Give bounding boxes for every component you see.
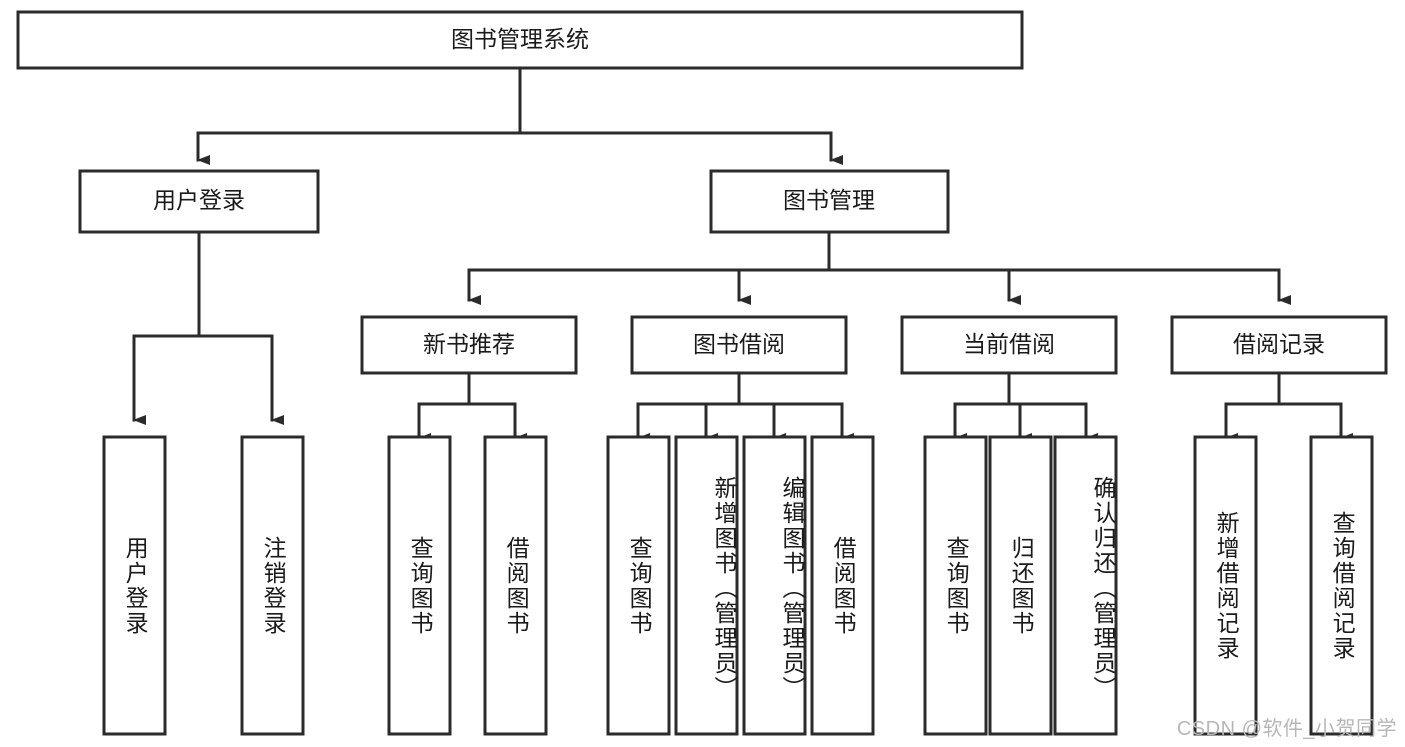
node-leaf-query-book-1-box[interactable]: [387, 435, 452, 736]
node-book-borrow-label: 图书借阅: [693, 331, 785, 357]
node-leaf-confirm-return-box[interactable]: [1053, 435, 1118, 736]
node-leaf-borrow-book-1-box[interactable]: [483, 435, 548, 736]
watermark-label: CSDN @软件_小贺同学: [1176, 718, 1397, 740]
node-root-box[interactable]: [16, 10, 1024, 70]
node-root-label: 图书管理系统: [451, 26, 589, 52]
node-book-manage-box[interactable]: [709, 169, 950, 234]
node-leaf-query-book-2-box[interactable]: [606, 435, 671, 736]
node-book-borrow-box[interactable]: [630, 315, 848, 375]
node-leaf-return-book-box[interactable]: [988, 435, 1053, 736]
node-leaf-query-book-3-box[interactable]: [923, 435, 988, 736]
node-user-login-label: 用户登录: [153, 187, 245, 213]
node-book-manage-label: 图书管理: [783, 187, 875, 213]
node-new-book-rec-box[interactable]: [360, 315, 578, 375]
node-current-borrow-label: 当前借阅: [963, 331, 1055, 357]
node-borrow-record-box[interactable]: [1170, 315, 1388, 375]
node-leaf-user-logout-box[interactable]: [240, 435, 305, 736]
node-borrow-record-label: 借阅记录: [1233, 331, 1325, 357]
node-leaf-add-book-box[interactable]: [674, 435, 739, 736]
node-new-book-rec-label: 新书推荐: [423, 331, 515, 357]
node-leaf-user-login-box[interactable]: [102, 435, 167, 736]
node-leaf-edit-book-box[interactable]: [742, 435, 807, 736]
node-leaf-borrow-book-2-box[interactable]: [810, 435, 875, 736]
node-leaf-query-record-box[interactable]: [1309, 435, 1374, 736]
node-current-borrow-box[interactable]: [900, 315, 1118, 375]
node-leaf-add-record-box[interactable]: [1193, 435, 1258, 736]
